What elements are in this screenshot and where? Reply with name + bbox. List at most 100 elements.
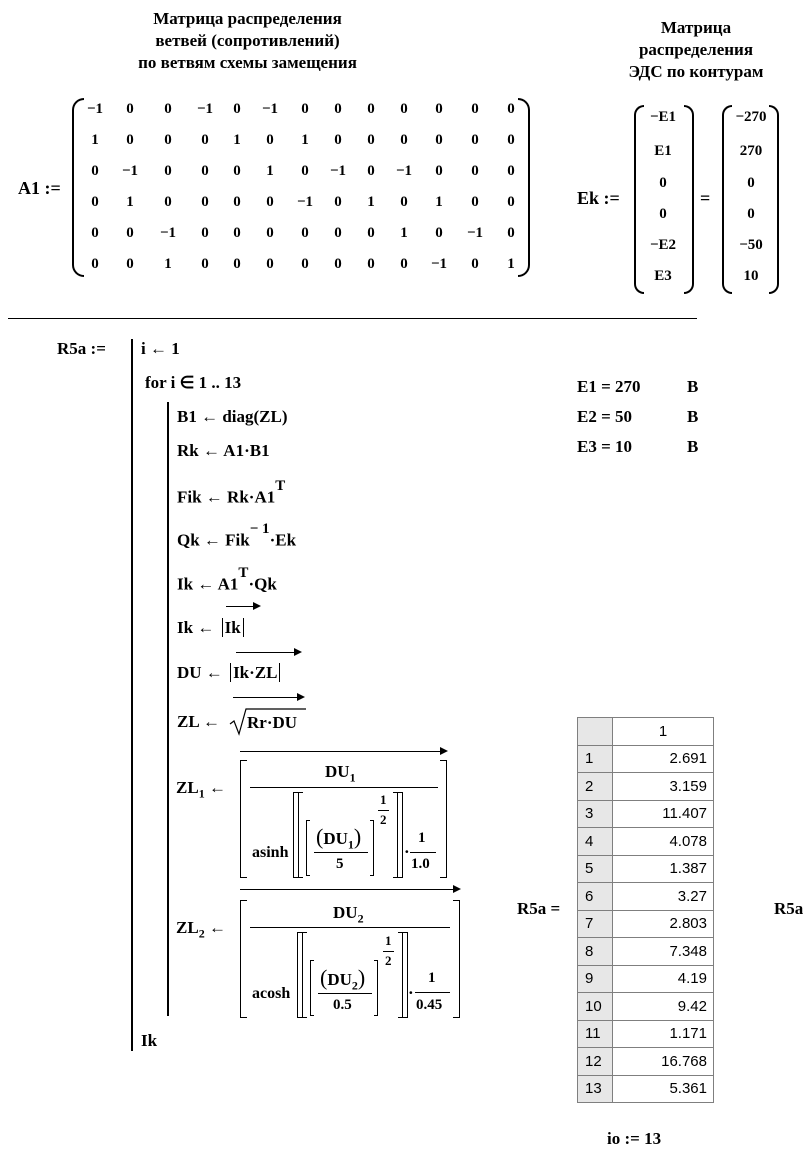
transpose-mark: T — [275, 478, 286, 494]
result-label: R5a = — [517, 899, 561, 918]
row-value[interactable]: 11.407 — [612, 799, 714, 828]
ek-bracket-left — [634, 105, 644, 294]
paren-right: ) — [353, 824, 362, 849]
emf-name: E2 = 50 — [577, 407, 633, 426]
matrix-cell: 0 — [301, 256, 309, 272]
matrix-cell: 0 — [367, 163, 375, 179]
ek-value-cell: 10 — [743, 268, 759, 284]
qk-tail: ·Ek — [269, 530, 297, 550]
ik-abs-arg: Ik — [224, 618, 241, 637]
matrix-cell: 0 — [201, 194, 209, 210]
matrix-cell: 1 — [266, 163, 274, 179]
paren-left: ( — [316, 824, 324, 849]
matrix-cell: 0 — [334, 101, 342, 117]
zl1-outer-bracket-left — [298, 792, 303, 878]
row-value[interactable]: 3.159 — [612, 772, 714, 801]
row-value[interactable]: 2.691 — [612, 744, 714, 773]
qk-expr: Qk ← Fik — [177, 530, 250, 550]
ek-title-line: ЭДС по контурам — [628, 62, 764, 81]
zl1-inner-bar — [314, 852, 368, 853]
zl1-exp-den: 2 — [380, 812, 387, 827]
a1-bracket-left — [72, 98, 84, 277]
matrix-cell: 0 — [435, 225, 443, 241]
emf-name: E3 = 10 — [577, 437, 633, 456]
row-value[interactable]: 7.348 — [612, 937, 714, 966]
row-index: 11 — [577, 1019, 613, 1048]
matrix-cell: 0 — [126, 101, 134, 117]
ek-value-bracket-left — [722, 105, 732, 294]
matrix-cell: 0 — [471, 163, 479, 179]
du-abs-arg: Ik·ZL — [233, 663, 278, 682]
zl1-subscript: 1 — [198, 786, 205, 801]
loop-bar — [167, 402, 169, 1016]
ek-value-cell: 0 — [747, 206, 755, 222]
row-value[interactable]: 4.078 — [612, 827, 714, 856]
matrix-cell: 0 — [233, 256, 241, 272]
matrix-cell: −1 — [196, 101, 214, 117]
zl2-inner-den: 0.5 — [333, 997, 352, 1013]
zl1-tail-bar — [410, 852, 436, 853]
paren-left: ( — [320, 965, 328, 990]
row-index: 6 — [577, 882, 613, 911]
zl2-tail-den: 0.45 — [416, 997, 443, 1013]
divider — [8, 318, 697, 319]
a1-bracket-right — [518, 98, 530, 277]
row-value[interactable]: 1.387 — [612, 854, 714, 883]
row-value[interactable]: 2.803 — [612, 909, 714, 938]
matrix-cell: 0 — [126, 256, 134, 272]
row-value[interactable]: 3.27 — [612, 882, 714, 911]
emf-unit: B — [687, 377, 699, 396]
a1-label: A1 := — [18, 178, 61, 198]
matrix-cell: 0 — [233, 163, 241, 179]
row-index: 3 — [577, 799, 613, 828]
ik-abs-lhs: Ik ← — [177, 618, 215, 637]
row-value[interactable]: 1.171 — [612, 1019, 714, 1048]
ik-tail: ·Qk — [248, 574, 277, 594]
dot-operator: · — [408, 983, 414, 1002]
matrix-cell: −1 — [261, 101, 279, 117]
matrix-cell: 0 — [233, 194, 241, 210]
vectorize-arrow — [233, 693, 305, 701]
ek-title-line: распределения — [638, 40, 754, 59]
matrix-cell: 0 — [91, 163, 99, 179]
inverse-mark: − 1 — [249, 521, 270, 537]
emf-unit: B — [687, 437, 699, 456]
matrix-cell: 0 — [164, 194, 172, 210]
emf-unit: B — [687, 407, 699, 426]
row-value[interactable]: 16.768 — [612, 1047, 714, 1076]
matrix-cell: 1 — [164, 256, 172, 272]
row-value[interactable]: 5.361 — [612, 1074, 714, 1103]
matrix-cell: 0 — [471, 194, 479, 210]
matrix-cell: 0 — [471, 101, 479, 117]
ek-value-cell: 270 — [739, 143, 763, 159]
row-index: 7 — [577, 909, 613, 938]
matrix-cell: 0 — [201, 225, 209, 241]
zl2-exp-num: 1 — [385, 933, 392, 948]
zl1-exp-bar — [378, 810, 389, 811]
matrix-cell: 0 — [201, 132, 209, 148]
matrix-cell: 0 — [91, 225, 99, 241]
matrix-cell: 0 — [266, 256, 274, 272]
assign-arrow: ← — [208, 918, 226, 937]
init-line: i ← 1 — [141, 339, 180, 358]
matrix-cell: 0 — [435, 101, 443, 117]
row-value[interactable]: 4.19 — [612, 964, 714, 993]
ek-value-bracket-right — [769, 105, 779, 294]
matrix-cell: −1 — [395, 163, 413, 179]
ik-abs-expr: Ik — [221, 618, 244, 637]
row-value[interactable]: 9.42 — [612, 992, 714, 1021]
